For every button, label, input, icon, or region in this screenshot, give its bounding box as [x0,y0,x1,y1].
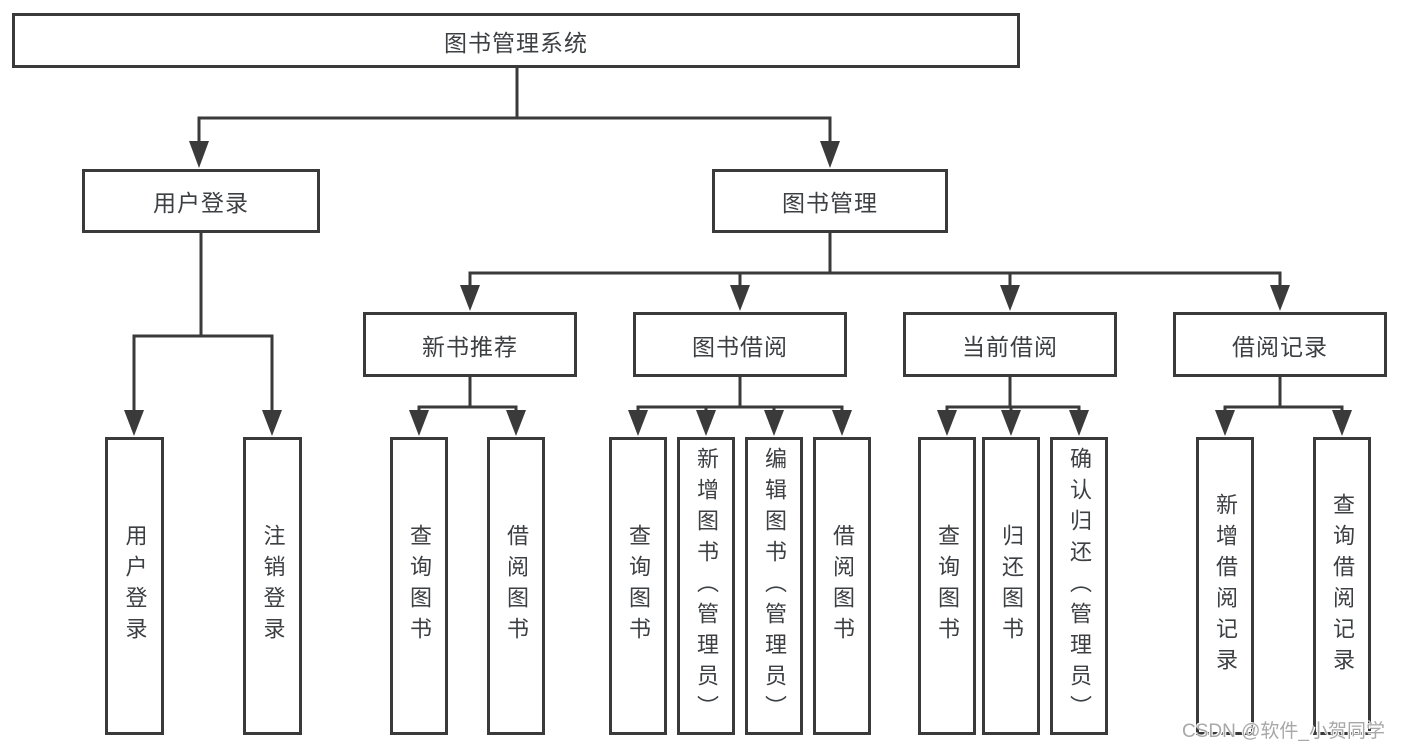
leaf-current-query-books: 查询图书 [918,437,976,735]
node-book-borrow-label: 图书借阅 [692,333,788,360]
node-current-borrow: 当前借阅 [903,312,1117,377]
leaf-records-query-record-label: 查询借阅记录 [1330,493,1355,679]
node-library-management-system: 图书管理系统 [12,13,1020,68]
leaf-current-confirm-return-admin: 确认归还（管理员） [1050,437,1108,735]
leaf-logout: 注销登录 [243,437,302,735]
node-current-borrow-label: 当前借阅 [962,333,1058,360]
leaf-borrow-edit-books-admin-label: 编辑图书（管理员） [762,446,787,726]
leaf-borrow-borrow-books: 借阅图书 [813,437,871,735]
leaf-recommend-borrow-books: 借阅图书 [487,437,545,735]
node-new-book-recommend-label: 新书推荐 [422,333,518,360]
leaf-logout-label: 注销登录 [260,524,286,648]
leaf-recommend-query-books-label: 查询图书 [407,524,432,648]
node-book-management: 图书管理 [712,169,948,233]
node-borrow-records: 借阅记录 [1173,312,1387,377]
leaf-current-confirm-return-admin-label: 确认归还（管理员） [1067,446,1092,726]
leaf-borrow-edit-books-admin: 编辑图书（管理员） [745,437,803,735]
leaf-recommend-query-books: 查询图书 [390,437,448,735]
leaf-user-login-label: 用户登录 [122,524,148,648]
node-new-book-recommend: 新书推荐 [363,312,577,377]
leaf-recommend-borrow-books-label: 借阅图书 [504,524,529,648]
leaf-records-query-record: 查询借阅记录 [1313,437,1371,735]
leaf-borrow-borrow-books-label: 借阅图书 [830,524,855,648]
leaf-current-return-books-label: 归还图书 [999,524,1024,648]
leaf-records-add-record: 新增借阅记录 [1196,437,1254,735]
node-user-login: 用户登录 [82,169,320,233]
node-book-management-label: 图书管理 [782,190,878,216]
leaf-records-add-record-label: 新增借阅记录 [1213,493,1238,679]
leaf-current-query-books-label: 查询图书 [935,524,960,648]
csdn-watermark: CSDN @软件_小贺同学 [1182,721,1385,742]
node-borrow-records-label: 借阅记录 [1232,333,1328,360]
leaf-user-login: 用户登录 [105,437,164,735]
leaf-borrow-add-books-admin-label: 新增图书（管理员） [694,446,719,726]
leaf-borrow-add-books-admin: 新增图书（管理员） [677,437,735,735]
node-book-borrow: 图书借阅 [633,312,847,377]
node-user-login-label: 用户登录 [153,190,249,216]
leaf-borrow-query-books: 查询图书 [609,437,667,735]
leaf-borrow-query-books-label: 查询图书 [626,524,651,648]
node-library-management-system-label: 图书管理系统 [444,29,588,56]
leaf-current-return-books: 归还图书 [982,437,1040,735]
